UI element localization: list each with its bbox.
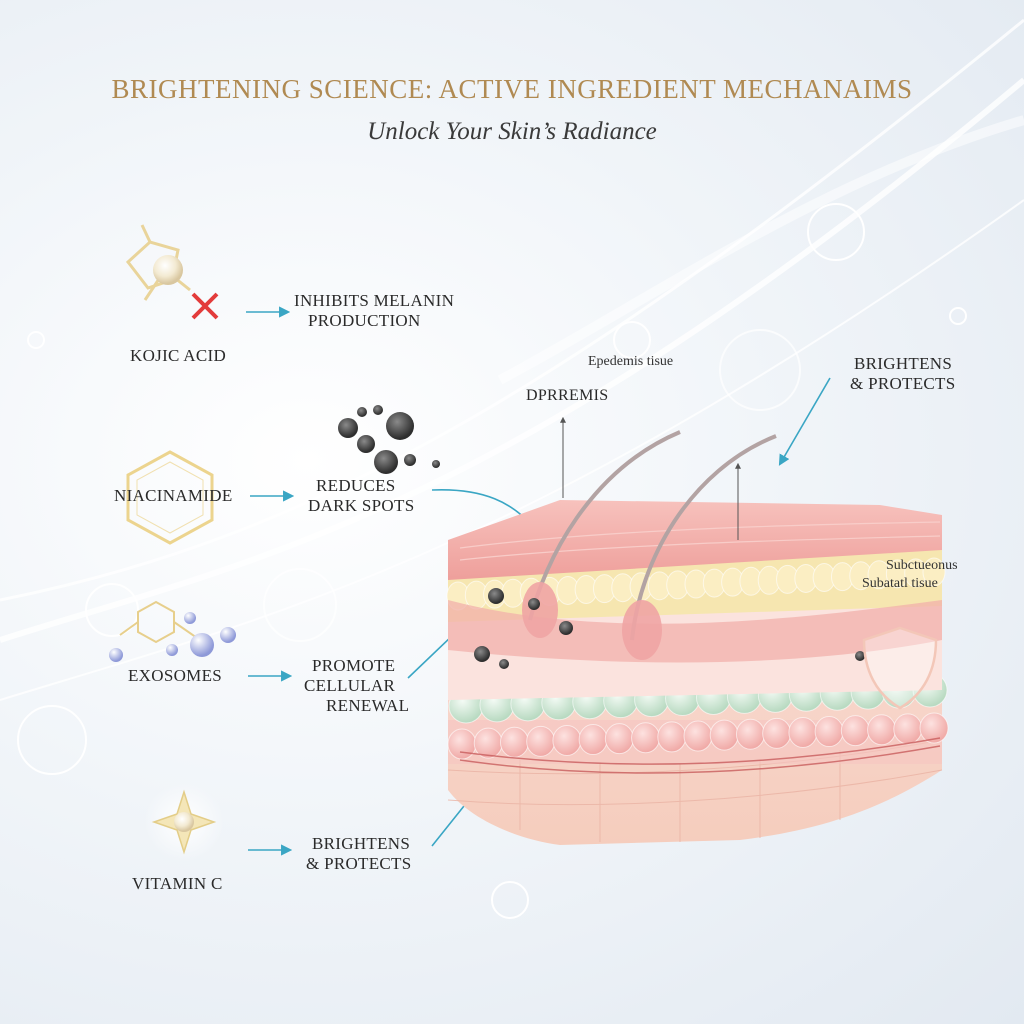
ingredient-name-vitamin-c: VITAMIN C bbox=[132, 874, 223, 893]
vesicle-cluster-icon bbox=[109, 600, 236, 662]
effect-exosomes-line2: CELLULAR bbox=[304, 676, 396, 695]
shield-icon bbox=[862, 626, 938, 710]
skin-melanin-spots bbox=[474, 588, 865, 669]
fat-cell-row bbox=[446, 557, 946, 611]
dermis-cell-row-cell bbox=[788, 716, 818, 748]
dermis-cell-row-cell bbox=[447, 728, 477, 760]
dermis-cell-row-cell bbox=[604, 723, 634, 755]
label-brightens-right-line2: & PROTECTS bbox=[850, 374, 956, 393]
background-light-streaks bbox=[0, 18, 1024, 701]
effect-kojic-line1: INHIBITS MELANIN bbox=[294, 291, 455, 310]
effect-niacinamide-line2: DARK SPOTS bbox=[308, 496, 415, 515]
dermis-cell-row-cell bbox=[867, 714, 897, 746]
dermis-cell-row bbox=[447, 712, 949, 764]
molecule-blocked-icon bbox=[125, 224, 219, 320]
effect-vitamin-c-line1: BRIGHTENS bbox=[312, 834, 411, 853]
dermis-cell-row-cell bbox=[709, 719, 739, 751]
star-glow-icon bbox=[144, 782, 224, 862]
dermis-cell-row-cell bbox=[762, 717, 792, 749]
label-subcutaneous-line1: Subctueonus bbox=[886, 558, 958, 573]
capillaries bbox=[459, 737, 941, 774]
effect-niacinamide-line1: REDUCES bbox=[316, 476, 396, 495]
dermis-cell-row-cell bbox=[735, 718, 765, 750]
skin-cross-section bbox=[446, 416, 949, 845]
page-title: BRIGHTENING SCIENCE: ACTIVE INGREDIENT M… bbox=[111, 74, 913, 104]
hair-follicles bbox=[522, 430, 777, 660]
ingredient-name-kojic: KOJIC ACID bbox=[130, 346, 227, 365]
dermis-cell-row-cell bbox=[578, 724, 608, 756]
label-epidermis-tissue: Epedemis tisue bbox=[588, 354, 674, 369]
dermis-cell-row-cell bbox=[631, 722, 661, 754]
ingredient-name-exosomes: EXOSOMES bbox=[128, 666, 223, 685]
label-epidermis: DPRREMIS bbox=[526, 387, 609, 404]
effect-exosomes-line1: PROMOTE bbox=[312, 656, 396, 675]
melanin-particles bbox=[338, 405, 440, 474]
effect-vitamin-c-line2: & PROTECTS bbox=[306, 854, 412, 873]
dermis-cell-row-cell bbox=[919, 712, 949, 744]
dermis-cell-row-cell bbox=[840, 715, 870, 747]
dermis-cell-row-cell bbox=[893, 713, 923, 745]
dermis-cell-row-cell bbox=[657, 721, 687, 753]
dermis-cell-row-cell bbox=[814, 716, 844, 748]
page-subtitle: Unlock Your Skin’s Radiance bbox=[367, 118, 657, 145]
label-brightens-right-line1: BRIGHTENS bbox=[854, 354, 953, 373]
label-subcutaneous-line2: Subatatl tisue bbox=[862, 576, 938, 591]
fat-cell-row-cell bbox=[922, 557, 946, 587]
hexagon-molecule-icon bbox=[126, 450, 214, 545]
blocked-x-icon bbox=[191, 292, 219, 320]
dermis-cell-row-cell bbox=[499, 726, 529, 758]
dermis-cell-row-cell bbox=[526, 725, 556, 757]
effect-kojic-line2: PRODUCTION bbox=[308, 311, 421, 330]
dermis-cell-row-cell bbox=[683, 720, 713, 752]
ingredient-name-niacinamide: NIACINAMIDE bbox=[114, 486, 233, 505]
effect-exosomes-line3: RENEWAL bbox=[326, 696, 410, 715]
dermis-cell-row-cell bbox=[552, 724, 582, 756]
